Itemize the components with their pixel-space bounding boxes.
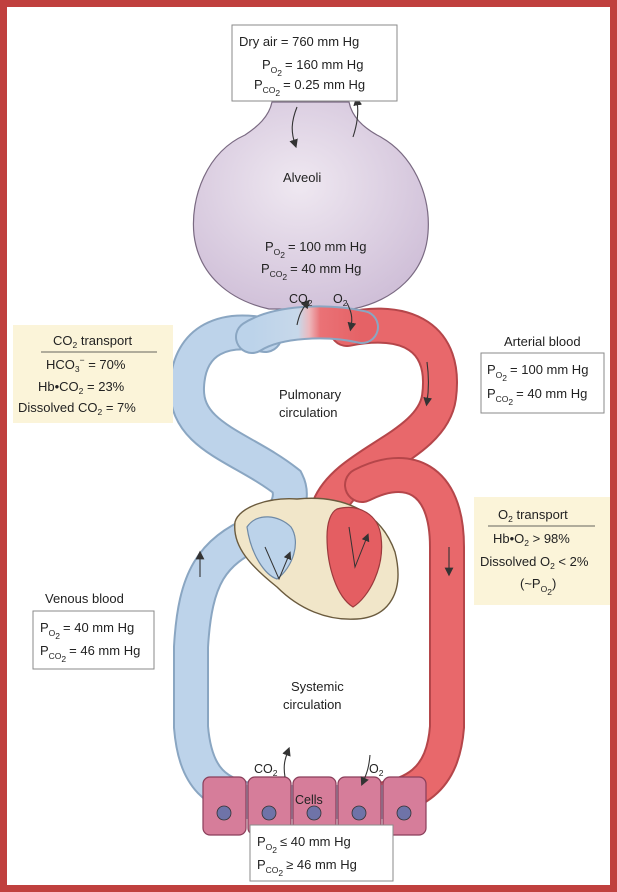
venous-title: Venous blood: [45, 591, 124, 606]
co2-transport-dissolved: Dissolved CO2 = 7%: [18, 400, 136, 417]
gas-exchange-diagram: Dry air = 760 mm Hg PO2= 160 mm Hg PCO2=…: [7, 7, 610, 885]
heart: [235, 498, 398, 619]
alveoli-title: Alveoli: [283, 170, 321, 185]
systemic-label-1: Systemic: [291, 679, 344, 694]
dry-air-box: Dry air = 760 mm Hg PO2= 160 mm Hg PCO2=…: [232, 25, 397, 101]
arterial-title: Arterial blood: [504, 334, 581, 349]
systemic-label-2: circulation: [283, 697, 342, 712]
alveoli-sac: [193, 102, 428, 309]
cells-box: PO2≤ 40 mm Hg PCO2≥ 46 mm Hg: [250, 825, 393, 881]
pulmonary-capillary: [252, 322, 362, 337]
arterial-box: PO2= 100 mm Hg PCO2= 40 mm Hg: [481, 353, 604, 413]
co2-transport-title: CO2 transport: [53, 333, 133, 350]
co2-transport-box: CO2 transport HCO3− = 70% Hb•CO2 = 23% D…: [13, 325, 173, 423]
co2-transport-hco3: HCO3− = 70%: [46, 355, 126, 374]
dry-air-label: Dry air = 760 mm Hg: [239, 34, 359, 49]
o2-transport-hbo2: Hb•O2 > 98%: [493, 531, 570, 548]
cells-co2-label: CO2: [254, 762, 278, 778]
pulmonary-label-2: circulation: [279, 405, 338, 420]
cells-o2-label: O2: [369, 762, 384, 778]
pulmonary-label-1: Pulmonary: [279, 387, 342, 402]
cells-title: Cells: [295, 793, 323, 807]
venous-box: PO2= 40 mm Hg PCO2= 46 mm Hg: [33, 611, 154, 669]
diagram-frame: Dry air = 760 mm Hg PO2= 160 mm Hg PCO2=…: [7, 7, 610, 885]
o2-transport-dissolved: Dissolved O2 < 2%: [480, 554, 589, 571]
o2-transport-box: O2 transport Hb•O2 > 98% Dissolved O2 < …: [474, 497, 610, 605]
